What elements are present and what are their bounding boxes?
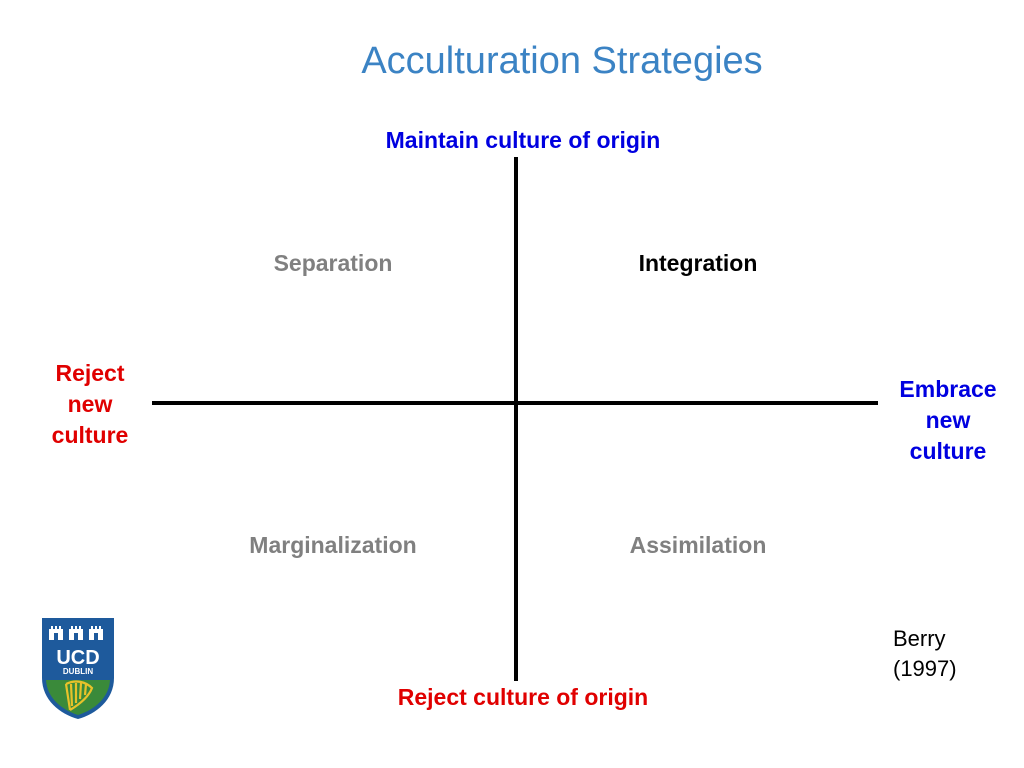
axis-label-embrace-new-line: Embrace xyxy=(899,376,997,402)
axis-label-reject-new-line: culture xyxy=(51,422,129,448)
axis-label-reject-new-line: Reject xyxy=(55,360,125,386)
axis-label-embrace-new: Embrace new culture xyxy=(880,374,1016,467)
quadrant-separation: Separation xyxy=(273,250,393,276)
citation: Berry (1997) xyxy=(893,624,957,684)
vertical-axis xyxy=(514,157,518,681)
slide-title: Acculturation Strategies xyxy=(361,40,763,82)
axis-label-embrace-new-line: culture xyxy=(909,438,987,464)
ucd-dublin-logo: UCD DUBLIN xyxy=(42,618,114,719)
axis-label-reject-origin: Reject culture of origin xyxy=(397,684,649,710)
axis-label-reject-new: Reject new culture xyxy=(30,358,150,451)
quadrant-assimilation: Assimilation xyxy=(629,532,767,558)
logo-dublin-text: DUBLIN xyxy=(63,667,93,676)
axis-label-embrace-new-line: new xyxy=(925,407,971,433)
axis-label-reject-new-line: new xyxy=(67,391,113,417)
citation-line: (1997) xyxy=(893,656,957,681)
harp-icon xyxy=(64,680,94,711)
axis-label-maintain-origin: Maintain culture of origin xyxy=(385,127,661,153)
citation-line: Berry xyxy=(893,626,946,651)
quadrant-integration: Integration xyxy=(638,250,758,276)
horizontal-axis xyxy=(152,401,878,405)
logo-lower-field xyxy=(46,680,110,715)
quadrant-marginalization: Marginalization xyxy=(249,532,417,558)
logo-ucd-text: UCD xyxy=(56,647,99,669)
